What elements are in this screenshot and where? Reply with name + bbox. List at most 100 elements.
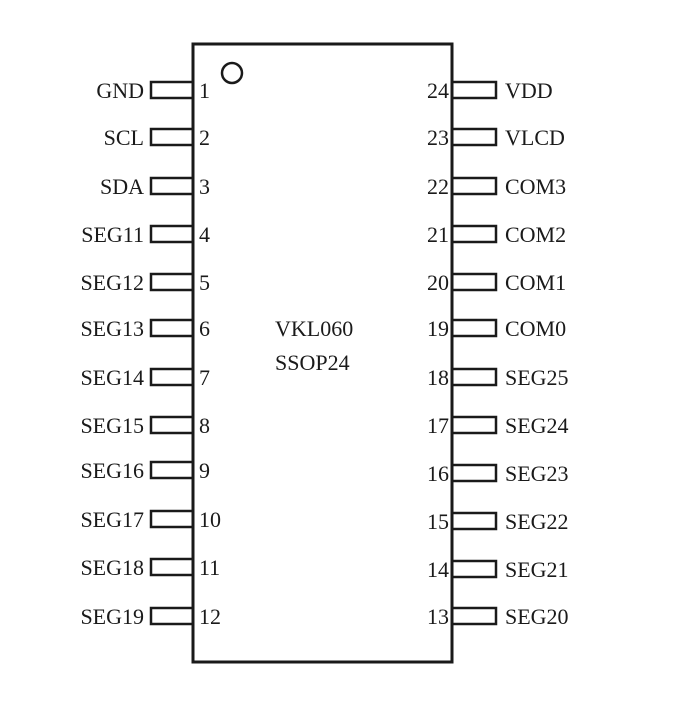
pin-name-label: SEG16 bbox=[80, 458, 144, 483]
pin-lead bbox=[450, 606, 498, 626]
pin-lead bbox=[450, 127, 498, 147]
pin-number-label: 14 bbox=[427, 557, 449, 582]
pin-5: SEG12 5 bbox=[80, 270, 210, 295]
pin-16: 16 SEG23 bbox=[427, 461, 569, 486]
pin-number-label: 5 bbox=[199, 270, 210, 295]
pin-lead bbox=[149, 176, 195, 196]
pin-lead bbox=[450, 224, 498, 244]
pin-number-label: 23 bbox=[427, 125, 449, 150]
pin-22: 22 COM3 bbox=[427, 174, 566, 199]
pin-lead bbox=[450, 272, 498, 292]
pin-lead bbox=[450, 559, 498, 579]
pin-name-label: SEG22 bbox=[505, 509, 569, 534]
pin-name-label: SEG18 bbox=[80, 555, 144, 580]
pin-name-label: SEG14 bbox=[80, 365, 144, 390]
pin-20: 20 COM1 bbox=[427, 270, 566, 295]
pin-lead bbox=[149, 509, 195, 529]
pin-lead bbox=[149, 415, 195, 435]
pin-name-label: SCL bbox=[104, 125, 144, 150]
pin-number-label: 4 bbox=[199, 222, 210, 247]
pin-18: 18 SEG25 bbox=[427, 365, 569, 390]
pin-lead bbox=[149, 460, 195, 480]
pin-name-label: SEG21 bbox=[505, 557, 569, 582]
pin-number-label: 13 bbox=[427, 604, 449, 629]
pin-number-label: 21 bbox=[427, 222, 449, 247]
pin-name-label: SEG15 bbox=[80, 413, 144, 438]
pin-name-label: SEG20 bbox=[505, 604, 569, 629]
pin-name-label: VDD bbox=[505, 78, 553, 103]
pin-19: 19 COM0 bbox=[427, 316, 566, 341]
pin-11: SEG18 11 bbox=[80, 555, 220, 580]
pin-9: SEG16 9 bbox=[80, 458, 210, 483]
pin-name-label: VLCD bbox=[505, 125, 565, 150]
pin-name-label: COM3 bbox=[505, 174, 566, 199]
pin-name-label: SEG23 bbox=[505, 461, 569, 486]
pin-lead bbox=[450, 318, 498, 338]
pin-2: SCL 2 bbox=[104, 125, 210, 150]
pin-lead bbox=[149, 272, 195, 292]
chip-package: SSOP24 bbox=[275, 350, 350, 375]
pin-12: SEG19 12 bbox=[80, 604, 221, 629]
pin-8: SEG15 8 bbox=[80, 413, 210, 438]
pin1-orientation-mark bbox=[220, 61, 244, 85]
pin-name-label: SEG24 bbox=[505, 413, 569, 438]
pin-lead bbox=[450, 463, 498, 483]
pin-number-label: 6 bbox=[199, 316, 210, 341]
pin-number-label: 10 bbox=[199, 507, 221, 532]
pin-name-label: SEG17 bbox=[80, 507, 144, 532]
pin-lead bbox=[149, 318, 195, 338]
pin-lead bbox=[149, 224, 195, 244]
pin-number-label: 11 bbox=[199, 555, 220, 580]
pin-lead bbox=[149, 367, 195, 387]
pin-number-label: 19 bbox=[427, 316, 449, 341]
pin-name-label: SEG12 bbox=[80, 270, 144, 295]
pin-6: SEG13 6 bbox=[80, 316, 210, 341]
pin-number-label: 15 bbox=[427, 509, 449, 534]
pin-lead bbox=[149, 606, 195, 626]
pin-17: 17 SEG24 bbox=[427, 413, 569, 438]
pin-number-label: 18 bbox=[427, 365, 449, 390]
pin-number-label: 7 bbox=[199, 365, 210, 390]
pin-lead bbox=[450, 80, 498, 100]
chip-body bbox=[191, 42, 454, 664]
pin-lead bbox=[450, 367, 498, 387]
pin-number-label: 2 bbox=[199, 125, 210, 150]
pin-name-label: SEG13 bbox=[80, 316, 144, 341]
pin-21: 21 COM2 bbox=[427, 222, 566, 247]
chip-part-number: VKL060 bbox=[275, 316, 353, 341]
pin-15: 15 SEG22 bbox=[427, 509, 569, 534]
pin-name-label: COM0 bbox=[505, 316, 566, 341]
pin-4: SEG11 4 bbox=[81, 222, 210, 247]
pin-lead bbox=[450, 511, 498, 531]
pin-name-label: GND bbox=[96, 78, 144, 103]
pin-lead bbox=[450, 415, 498, 435]
pin-lead bbox=[149, 557, 195, 577]
pin-7: SEG14 7 bbox=[80, 365, 210, 390]
pin-23: 23 VLCD bbox=[427, 125, 565, 150]
pin-number-label: 16 bbox=[427, 461, 449, 486]
pin-1: GND 1 bbox=[96, 78, 210, 103]
pin-number-label: 22 bbox=[427, 174, 449, 199]
pin-name-label: COM2 bbox=[505, 222, 566, 247]
pin-number-label: 9 bbox=[199, 458, 210, 483]
pin-name-label: SDA bbox=[100, 174, 144, 199]
pin-lead bbox=[149, 127, 195, 147]
pin-name-label: SEG25 bbox=[505, 365, 569, 390]
pin-lead bbox=[450, 176, 498, 196]
pin-number-label: 12 bbox=[199, 604, 221, 629]
pin-name-label: COM1 bbox=[505, 270, 566, 295]
pin-name-label: SEG19 bbox=[80, 604, 144, 629]
pin-lead bbox=[149, 80, 195, 100]
pin-number-label: 8 bbox=[199, 413, 210, 438]
pin-number-label: 1 bbox=[199, 78, 210, 103]
pin-13: 13 SEG20 bbox=[427, 604, 569, 629]
pin-name-label: SEG11 bbox=[81, 222, 144, 247]
pin-number-label: 20 bbox=[427, 270, 449, 295]
pin-10: SEG17 10 bbox=[80, 507, 221, 532]
pin-number-label: 17 bbox=[427, 413, 449, 438]
